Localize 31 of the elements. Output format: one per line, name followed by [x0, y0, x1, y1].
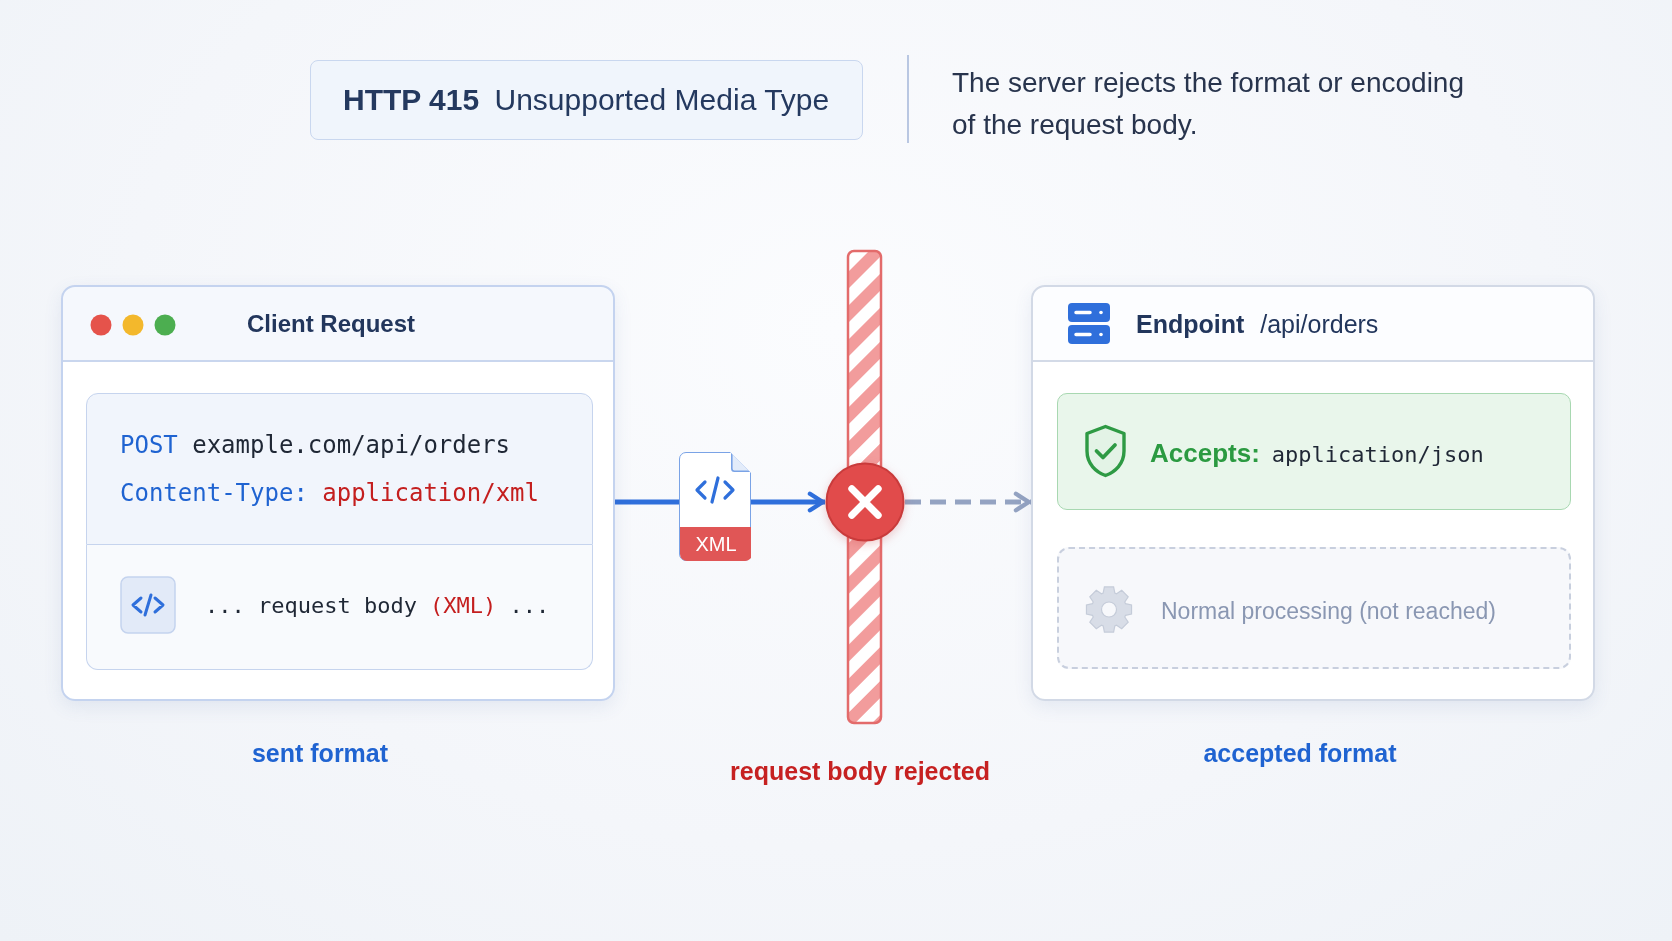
body-text: request body [257, 592, 417, 618]
request-headers-panel [86, 393, 593, 545]
format-tag: XML [680, 526, 752, 561]
endpoint-title: Endpoint /api/orders [1136, 309, 1379, 339]
window-title: Client Request [247, 310, 416, 338]
description-text: The server rejects the format or encoding of the request body. [952, 66, 1465, 142]
reject-circle [825, 462, 905, 542]
title-box [310, 60, 863, 140]
ellipsis: ... [509, 592, 550, 618]
request-body-panel [86, 545, 593, 670]
status-text: Normal processing (not reached) [1161, 597, 1496, 625]
header-value: application/xml [322, 479, 539, 507]
accepts-label: Accepts: [1150, 437, 1260, 469]
status-title: HTTP 415 Unsupported Media Type [343, 83, 830, 117]
skipped-step-panel [1057, 547, 1571, 669]
request-url: example.com/api/orders [192, 431, 511, 459]
client-window [61, 285, 615, 701]
endpoint-window [1031, 285, 1595, 701]
arrow [751, 491, 825, 513]
accepts-panel [1057, 393, 1571, 510]
caption: request body rejected [730, 756, 990, 786]
connector-line [615, 499, 679, 505]
caption: sent format [251, 738, 389, 768]
header-name: Content-Type: [120, 479, 308, 507]
ellipsis: ... [205, 592, 245, 618]
mime-type: application/json [1271, 441, 1484, 467]
code-file [679, 452, 751, 561]
dashed-arrow [905, 491, 1031, 513]
caption: accepted format [1203, 738, 1397, 768]
format-note: (XML) [430, 592, 497, 618]
http-method: POST [120, 431, 178, 459]
